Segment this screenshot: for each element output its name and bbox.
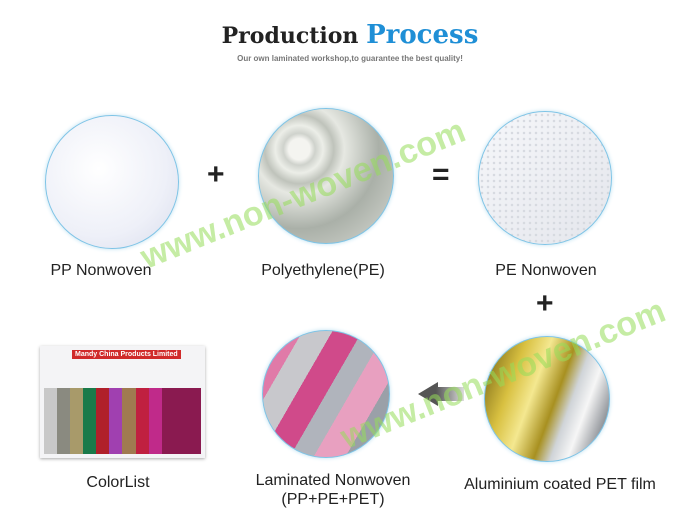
equals-sign: =: [432, 158, 450, 191]
colorcard-brand: Mandy China Products Limited: [72, 350, 181, 359]
arrow-left-icon: [418, 382, 438, 406]
pe-nonwoven-image: [478, 111, 612, 245]
plus-sign: +: [207, 158, 225, 191]
color-swatch: [96, 388, 110, 454]
color-swatch: [109, 388, 123, 454]
label-colorlist: ColorList: [86, 474, 150, 491]
subtitle: Our own laminated workshop,to guarantee …: [237, 54, 463, 63]
label-laminated: Laminated Nonwoven: [255, 472, 411, 489]
colorlist-card: Mandy China Products Limited: [40, 346, 205, 458]
color-swatch: [44, 388, 58, 454]
color-swatch: [161, 388, 201, 454]
laminated-nonwoven-image: [262, 330, 390, 458]
label-pe-nonwoven: PE Nonwoven: [495, 262, 597, 279]
title-blue: Process: [366, 20, 479, 50]
label-polyethylene: Polyethylene(PE): [261, 262, 385, 279]
plus-sign-2: +: [536, 287, 554, 320]
color-swatch: [83, 388, 97, 454]
color-swatch: [70, 388, 84, 454]
color-swatch: [148, 388, 162, 454]
color-swatch: [57, 388, 71, 454]
aluminium-pet-film-image: [484, 336, 610, 462]
page-title: Production Process: [0, 20, 700, 50]
label-laminated-sub: (PP+PE+PET): [281, 491, 385, 508]
title-black: Production: [221, 23, 359, 49]
pp-nonwoven-image: [45, 115, 179, 249]
polyethylene-image: [258, 108, 394, 244]
label-aluminium: Aluminium coated PET film: [464, 476, 656, 493]
arrow-left-tail: [436, 387, 464, 401]
color-swatch: [135, 388, 149, 454]
color-swatch: [122, 388, 136, 454]
label-pp-nonwoven: PP Nonwoven: [50, 262, 152, 279]
swatch-strip: [44, 388, 201, 454]
